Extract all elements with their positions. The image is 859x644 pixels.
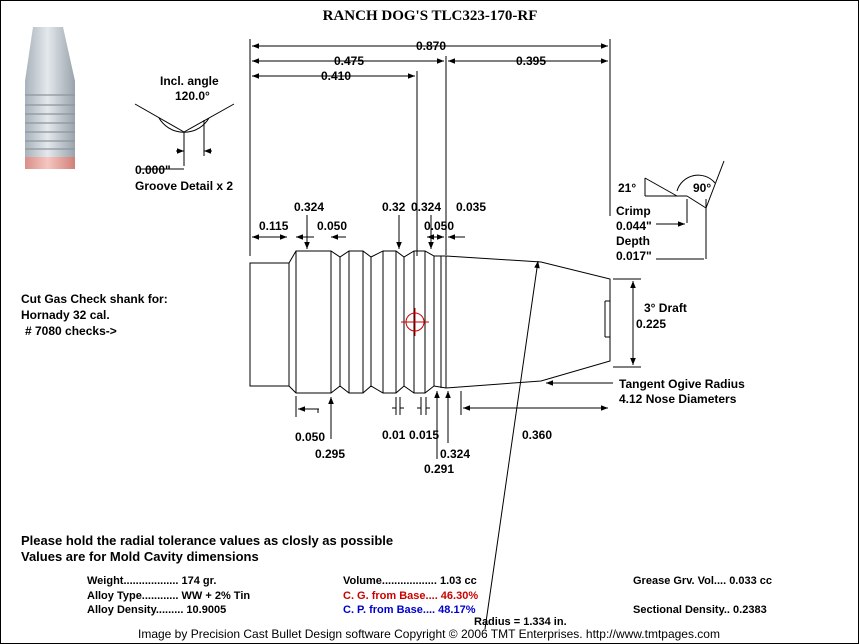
- dim-overall-length: 0.870: [416, 39, 446, 53]
- drawing-title: RANCH DOG'S TLC323-170-RF: [323, 8, 538, 24]
- dim-0035: 0.035: [456, 200, 486, 214]
- stat-cg-from-base: C. G. from Base.... 46.30%: [343, 590, 478, 602]
- mold-cavity-note: Values are for Mold Cavity dimensions: [21, 549, 259, 564]
- groove-detail-label: Groove Detail x 2: [135, 179, 233, 193]
- draft-value: 0.225: [636, 317, 666, 331]
- stat-sectional-density: Sectional Density.. 0.2383: [633, 604, 767, 616]
- crimp-angle-21: 21°: [618, 181, 636, 195]
- dim-0295: 0.295: [315, 447, 345, 461]
- dim-upper-032: 0.32: [382, 200, 406, 214]
- crimp-depth-label: Depth: [616, 234, 650, 248]
- dim-0015: 0.015: [409, 428, 439, 442]
- crimp-label: Crimp: [616, 204, 651, 218]
- stat-volume: Volume.................. 1.03 cc: [343, 575, 477, 587]
- crimp-value: 0.044": [616, 219, 652, 233]
- dim-upper-0324b: 0.324: [411, 200, 441, 214]
- upper-dimensions: [252, 215, 465, 249]
- gas-check-line2: Hornady 32 cal.: [21, 308, 110, 322]
- groove-depth-value: 0.000": [135, 163, 171, 177]
- bullet-profile: [249, 250, 611, 394]
- copyright-footer: Image by Precision Cast Bullet Design so…: [138, 627, 720, 641]
- groove-detail: [134, 103, 235, 170]
- ogive-nose-diameters: 4.12 Nose Diameters: [619, 392, 737, 406]
- gas-check-line1: Cut Gas Check shank for:: [21, 292, 168, 306]
- draft-dimension: [613, 278, 641, 368]
- stat-grease-groove-volume: Grease Grv. Vol.... 0.033 cc: [633, 575, 772, 587]
- dim-0410: 0.410: [321, 69, 351, 83]
- stat-weight: Weight.................. 174 gr.: [87, 575, 216, 587]
- ogive-leader: [484, 260, 613, 630]
- dim-upper-0324a: 0.324: [294, 200, 324, 214]
- lower-dimensions: [295, 391, 608, 459]
- dim-lower-0050: 0.050: [295, 430, 325, 444]
- ogive-radius-label: Tangent Ogive Radius: [619, 377, 745, 391]
- stat-alloy-type: Alloy Type............ WW + 2% Tin: [87, 590, 250, 602]
- stat-alloy-density: Alloy Density......... 10.9005: [87, 604, 226, 616]
- dim-upper-0050b: 0.050: [424, 219, 454, 233]
- dim-lower-0324: 0.324: [440, 447, 470, 461]
- dim-0395: 0.395: [516, 54, 546, 68]
- draft-label: 3° Draft: [644, 301, 687, 315]
- dim-0291: 0.291: [424, 462, 454, 476]
- tolerance-note: Please hold the radial tolerance values …: [21, 533, 393, 548]
- crimp-depth-value: 0.017": [616, 249, 652, 263]
- crimp-detail: [644, 160, 725, 260]
- top-dimensions: [249, 39, 611, 256]
- dim-upper-0050a: 0.050: [317, 219, 347, 233]
- center-of-gravity-marker: [401, 308, 429, 336]
- dim-001: 0.01: [382, 428, 406, 442]
- dim-0115: 0.115: [259, 219, 289, 233]
- dim-0360: 0.360: [522, 428, 552, 442]
- ogive-radius-value: Radius = 1.334 in.: [474, 616, 567, 628]
- groove-angle-value: 120.0°: [175, 89, 210, 103]
- dim-0475: 0.475: [334, 54, 364, 68]
- gas-check-line3: # 7080 checks->: [25, 324, 117, 338]
- groove-incl-angle-label: Incl. angle: [160, 74, 219, 88]
- bullet-thumbnail: [25, 27, 75, 169]
- crimp-angle-90: 90°: [693, 181, 711, 195]
- stat-cp-from-base: C. P. from Base.... 48.17%: [343, 604, 476, 616]
